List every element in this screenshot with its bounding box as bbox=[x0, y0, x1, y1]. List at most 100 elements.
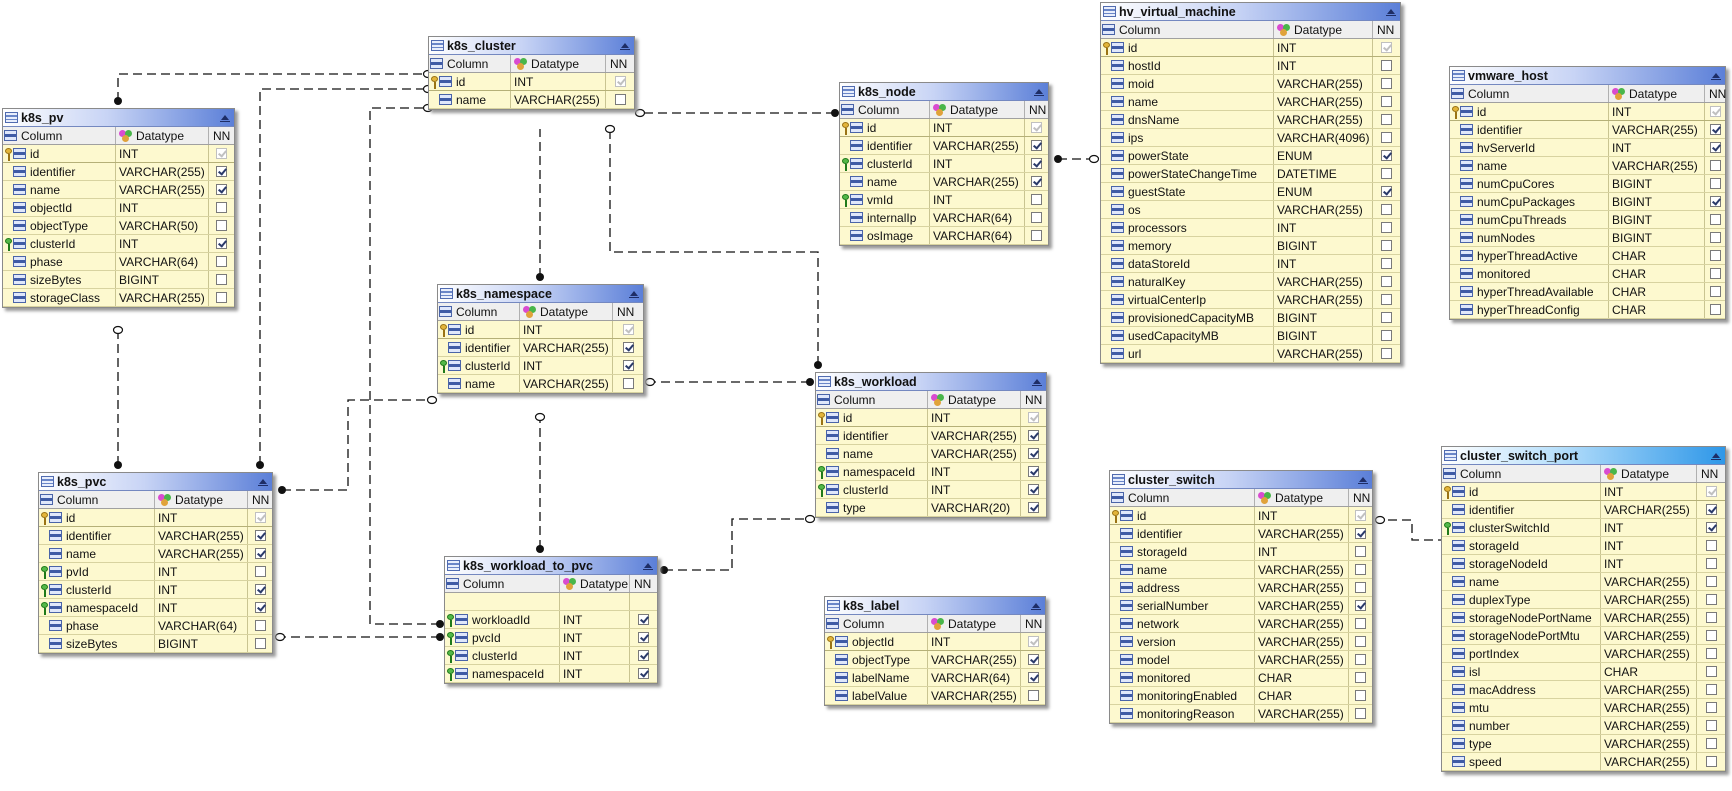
not-null-checkbox[interactable] bbox=[1705, 540, 1717, 551]
not-null-checkbox[interactable] bbox=[254, 566, 266, 577]
table-title-bar[interactable]: cluster_switch_port bbox=[1442, 447, 1725, 465]
not-null-checkbox[interactable] bbox=[1381, 42, 1392, 53]
not-null-checkbox[interactable] bbox=[254, 548, 266, 559]
not-null-checkbox[interactable] bbox=[254, 512, 266, 523]
not-null-checkbox[interactable] bbox=[1028, 448, 1039, 459]
not-null-checkbox[interactable] bbox=[1355, 510, 1366, 521]
not-null-checkbox[interactable] bbox=[1709, 304, 1721, 315]
collapse-icon[interactable] bbox=[256, 475, 270, 489]
not-null-checkbox[interactable] bbox=[1709, 178, 1721, 189]
not-null-checkbox[interactable] bbox=[1355, 564, 1366, 575]
not-null-checkbox[interactable] bbox=[1355, 690, 1366, 701]
not-null-checkbox[interactable] bbox=[1709, 196, 1721, 207]
not-null-checkbox[interactable] bbox=[1705, 504, 1717, 515]
not-null-checkbox[interactable] bbox=[1355, 672, 1366, 683]
not-null-checkbox[interactable] bbox=[216, 148, 227, 159]
not-null-checkbox[interactable] bbox=[1709, 106, 1721, 117]
collapse-icon[interactable] bbox=[641, 559, 655, 573]
not-null-checkbox[interactable] bbox=[1381, 258, 1392, 269]
collapse-icon[interactable] bbox=[627, 287, 641, 301]
not-null-checkbox[interactable] bbox=[254, 602, 266, 613]
not-null-checkbox[interactable] bbox=[1705, 630, 1717, 641]
not-null-checkbox[interactable] bbox=[1381, 168, 1392, 179]
not-null-checkbox[interactable] bbox=[1705, 558, 1717, 569]
not-null-checkbox[interactable] bbox=[254, 620, 266, 631]
not-null-checkbox[interactable] bbox=[1705, 486, 1717, 497]
not-null-checkbox[interactable] bbox=[1028, 484, 1039, 495]
not-null-checkbox[interactable] bbox=[1705, 720, 1717, 731]
not-null-checkbox[interactable] bbox=[1709, 214, 1721, 225]
not-null-checkbox[interactable] bbox=[1705, 756, 1717, 767]
not-null-checkbox[interactable] bbox=[638, 614, 649, 625]
not-null-checkbox[interactable] bbox=[1027, 654, 1039, 665]
not-null-checkbox[interactable] bbox=[1381, 114, 1392, 125]
not-null-checkbox[interactable] bbox=[1709, 160, 1721, 171]
not-null-checkbox[interactable] bbox=[1705, 738, 1717, 749]
not-null-checkbox[interactable] bbox=[1355, 582, 1366, 593]
not-null-checkbox[interactable] bbox=[1709, 124, 1721, 135]
not-null-checkbox[interactable] bbox=[638, 668, 649, 679]
not-null-checkbox[interactable] bbox=[1355, 708, 1366, 719]
not-null-checkbox[interactable] bbox=[1031, 122, 1042, 133]
not-null-checkbox[interactable] bbox=[1381, 204, 1392, 215]
not-null-checkbox[interactable] bbox=[1709, 268, 1721, 279]
table-title-bar[interactable]: hv_virtual_machine bbox=[1101, 3, 1400, 21]
not-null-checkbox[interactable] bbox=[1028, 430, 1039, 441]
table-title-bar[interactable]: k8s_pv bbox=[3, 109, 234, 127]
not-null-checkbox[interactable] bbox=[1381, 330, 1392, 341]
not-null-checkbox[interactable] bbox=[216, 184, 227, 195]
not-null-checkbox[interactable] bbox=[614, 76, 626, 87]
not-null-checkbox[interactable] bbox=[216, 256, 227, 267]
not-null-checkbox[interactable] bbox=[254, 584, 266, 595]
not-null-checkbox[interactable] bbox=[1027, 636, 1039, 647]
